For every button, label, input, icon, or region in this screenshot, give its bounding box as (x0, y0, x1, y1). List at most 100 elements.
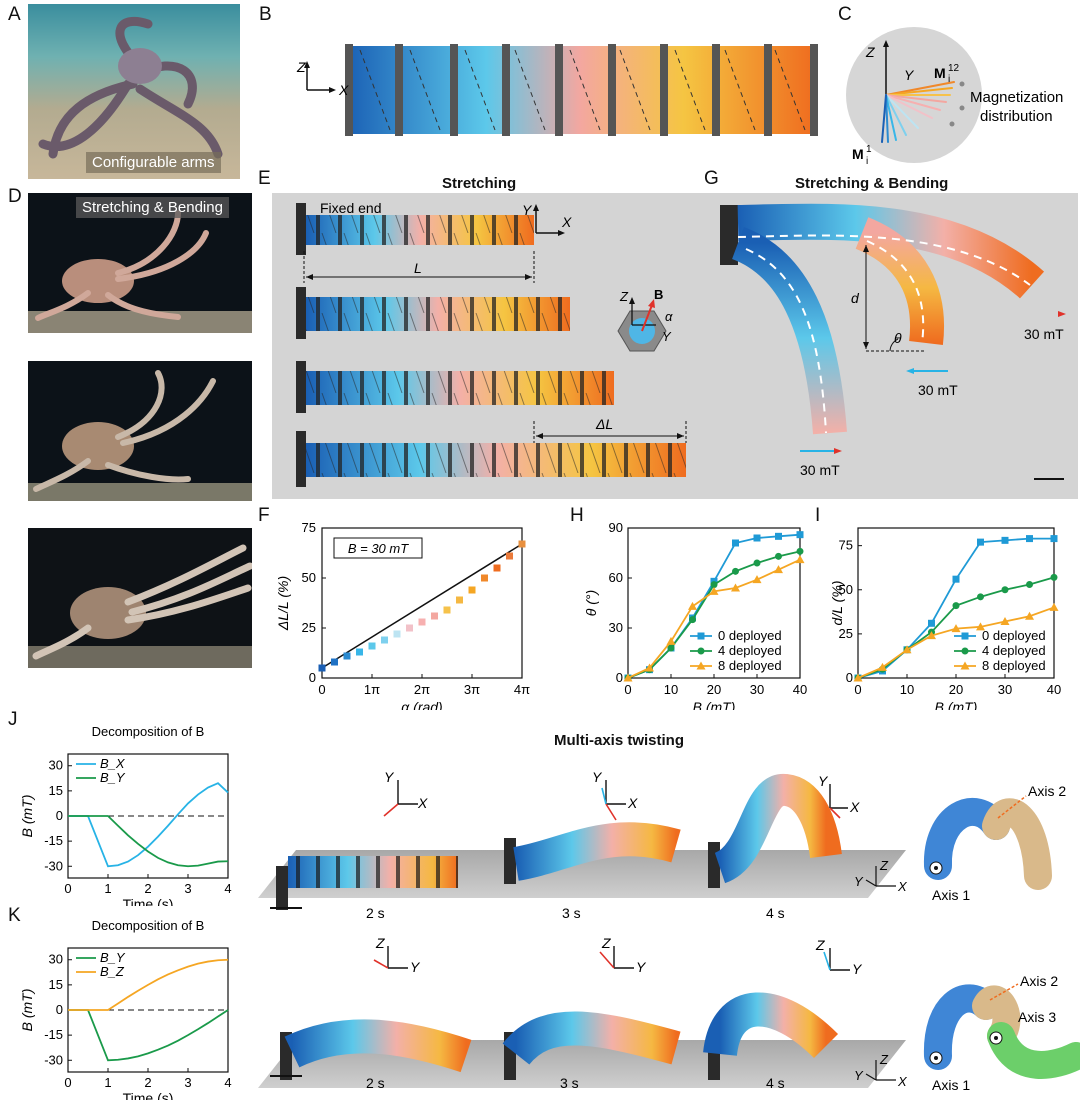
I-series-1-point-6 (1001, 586, 1009, 594)
f-point-1 (330, 658, 338, 666)
time-j-4s: 4 s (766, 905, 785, 921)
I-yticklabel-2: 50 (839, 582, 853, 597)
axis1-label-j: Axis 1 (932, 887, 970, 903)
H-legend-marker-0 (697, 632, 705, 640)
axis-y-jf: Y (854, 874, 864, 889)
axis-z-k3: Z (815, 937, 825, 953)
H-yticklabel-0: 0 (616, 670, 623, 685)
J-legend-label-1: B_Y (100, 770, 126, 785)
H-yticklabel-2: 60 (609, 570, 623, 585)
J-yticklabel-0: 30 (49, 758, 63, 773)
f-ylabel: ΔL/L (%) (275, 576, 291, 631)
K-series-line-0 (68, 1009, 229, 1062)
caption-configurable-arms: Configurable arms (86, 152, 221, 173)
f-yticklabel-2: 50 (302, 570, 316, 585)
f-point-6 (393, 630, 401, 638)
panel-label-f: F (258, 505, 270, 526)
I-xticklabel-3: 30 (998, 682, 1012, 697)
time-k-2s: 2 s (366, 1075, 385, 1091)
K-yticklabel-0: 30 (49, 952, 63, 967)
J-xticklabel-3: 3 (184, 881, 191, 896)
K-xlabel: Time (s) (123, 1090, 174, 1100)
J-series-line-0 (68, 782, 229, 868)
m12-label: M (934, 65, 946, 81)
m1-sub: i (866, 156, 868, 167)
f-point-12 (468, 586, 476, 594)
H-series-2-point-5 (731, 583, 740, 592)
f-point-16 (518, 540, 526, 548)
panel-label-g: G (704, 168, 719, 189)
H-series-2-point-7 (774, 565, 783, 574)
m12-sup: 12 (948, 63, 960, 74)
panel-label-b: B (259, 4, 272, 25)
H-series-2-point-3 (688, 601, 697, 610)
panel-label-j: J (8, 709, 18, 730)
J-title: Decomposition of B (92, 724, 205, 739)
I-series-1-point-4 (952, 602, 960, 610)
H-series-2-point-4 (709, 586, 719, 595)
octopus-photo-d3 (28, 528, 252, 668)
K-xticklabel-2: 2 (144, 1075, 151, 1090)
axis-y-k3: Y (852, 961, 863, 977)
I-legend-marker-2 (960, 661, 970, 670)
axis-z-k1: Z (375, 935, 385, 951)
f-point-9 (431, 612, 439, 620)
f-point-8 (418, 618, 426, 626)
axis-z-kf: Z (879, 1052, 889, 1067)
panel-label-k: K (8, 905, 21, 926)
twisting-diagrams: Y X Y X Y X 2 s 3 s 4 s Z X Y Axis 2 Axi… (258, 769, 1080, 1093)
K-series-line-1 (68, 958, 229, 1011)
K-title: Decomposition of B (92, 918, 205, 933)
title-multi-axis-twisting: Multi-axis twisting (554, 732, 685, 749)
title-stretching: Stretching (442, 175, 517, 192)
f-annotation: B = 30 mT (348, 541, 409, 556)
axis-y-k1: Y (410, 959, 421, 975)
f-yticklabel-3: 75 (302, 520, 316, 535)
K-yticklabel-2: 0 (56, 1002, 63, 1017)
f-annotation-box (333, 537, 423, 559)
I-series-2-point-1 (878, 662, 887, 671)
J-legend-label-0: B_X (100, 756, 126, 771)
f-point-0 (318, 664, 326, 672)
magnetization-diagram-c: Z Y M 12 i M 1 i Magnetization distribut… (846, 27, 1063, 167)
I-yticklabel-1: 25 (839, 626, 853, 641)
field-label-3: 30 mT (800, 462, 840, 478)
K-ylabel: B (mT) (19, 989, 35, 1032)
axis-y-e: Y (522, 202, 533, 218)
K-yticklabel-3: -15 (44, 1027, 63, 1042)
fixed-end-label: Fixed end (320, 200, 381, 216)
axis-y-j1: Y (384, 769, 395, 785)
stretching-diagram-e: L ΔL Fixed end Y X Z B α Y (296, 200, 687, 487)
K-legend-label-0: B_Y (100, 950, 126, 965)
magnetization-label-2: distribution (980, 108, 1053, 125)
time-j-2s: 2 s (366, 905, 385, 921)
K-xticklabel-3: 3 (184, 1075, 191, 1090)
time-k-4s: 4 s (766, 1075, 785, 1091)
H-series-2-point-6 (752, 575, 762, 584)
time-k-3s: 3 s (560, 1075, 579, 1091)
axis-x-b: X (338, 82, 349, 98)
I-series-2-point-6 (1000, 617, 1010, 626)
d-label: d (851, 290, 860, 306)
K-xticklabel-4: 4 (224, 1075, 231, 1090)
I-series-2-point-0 (853, 673, 863, 682)
axis-x-jf: X (897, 879, 908, 894)
I-series-2-point-7 (1025, 611, 1034, 620)
I-series-0-point-8 (1050, 535, 1058, 543)
H-series-1-point-6 (753, 559, 761, 567)
axis1-label-k: Axis 1 (932, 1077, 970, 1093)
H-series-2-point-2 (666, 636, 676, 645)
I-series-1-point-7 (1026, 580, 1033, 588)
f-point-2 (343, 652, 351, 660)
axis-z-b: Z (296, 59, 306, 75)
panel-label-d: D (8, 186, 22, 207)
m1-label: M (852, 146, 864, 162)
axis2-label-k: Axis 2 (1020, 973, 1058, 989)
I-xlabel: B (mT) (935, 699, 978, 710)
H-series-0-point-5 (732, 539, 739, 547)
axis-y2-e: Y (662, 329, 672, 344)
axis-y-kf: Y (854, 1068, 864, 1083)
K-yticklabel-4: -30 (44, 1052, 63, 1067)
